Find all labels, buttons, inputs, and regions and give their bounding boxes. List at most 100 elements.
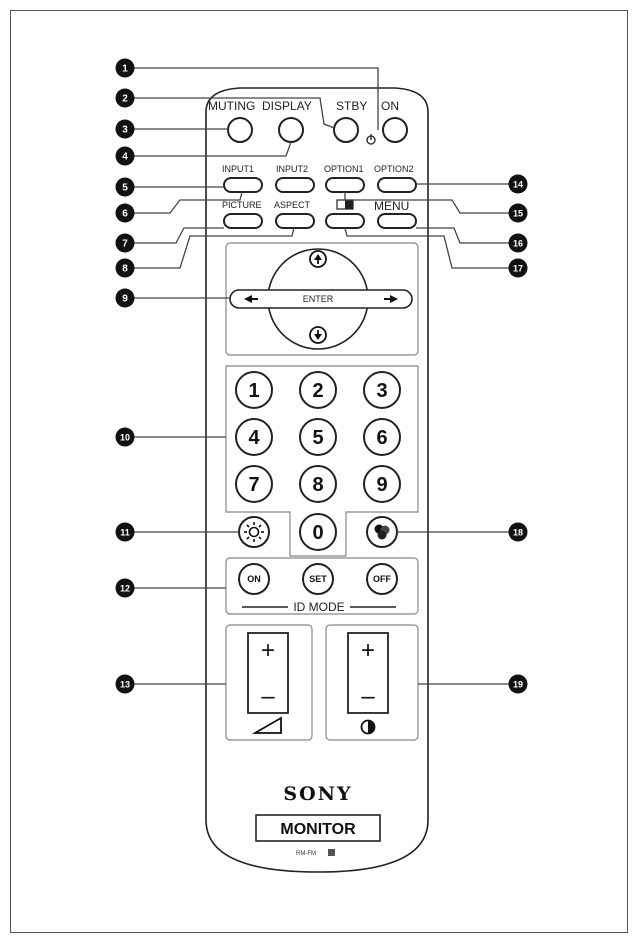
numpad-key-0[interactable]: 0 xyxy=(299,513,337,551)
left-arrow-icon[interactable] xyxy=(244,295,258,303)
callout-10: 10 xyxy=(115,427,135,447)
brightness-button[interactable] xyxy=(238,516,270,548)
numpad-key-label: 9 xyxy=(376,474,387,496)
id-on-button[interactable] xyxy=(238,563,270,595)
numpad-key-label: 3 xyxy=(376,380,387,402)
callout-number: 15 xyxy=(513,209,523,219)
numpad-key-8[interactable]: 8 xyxy=(299,465,337,503)
volume-rocker[interactable] xyxy=(247,632,289,714)
callout-number: 11 xyxy=(120,528,130,538)
contrast-minus: – xyxy=(361,683,375,710)
up-arrow-button[interactable] xyxy=(309,250,327,268)
numpad-key-5[interactable]: 5 xyxy=(299,418,337,456)
option1-button[interactable] xyxy=(325,177,365,193)
numpad-key-label: 1 xyxy=(248,380,259,402)
menu-button[interactable] xyxy=(377,213,417,229)
callout-number: 8 xyxy=(122,264,128,275)
callout-number: 6 xyxy=(122,209,128,220)
option2-button[interactable] xyxy=(377,177,417,193)
contrast-plus: + xyxy=(361,637,375,664)
option2-label: OPTION2 xyxy=(374,164,414,174)
numpad-key-9[interactable]: 9 xyxy=(363,465,401,503)
callout-15: 15 xyxy=(508,203,528,223)
callout-18: 18 xyxy=(508,522,528,542)
callout-number: 14 xyxy=(513,180,523,190)
numpad-key-7[interactable]: 7 xyxy=(235,465,273,503)
picture-button[interactable] xyxy=(223,213,263,229)
numpad-key-label: 7 xyxy=(248,474,259,496)
enter-label: ENTER xyxy=(303,294,334,304)
display-button[interactable] xyxy=(278,117,304,143)
callout-number: 2 xyxy=(122,94,128,105)
color-icon xyxy=(374,524,390,540)
callout-number: 17 xyxy=(513,264,523,274)
numpad-key-label: 6 xyxy=(376,427,387,449)
id-on-label: ON xyxy=(247,574,261,584)
monitor-plate xyxy=(255,814,381,842)
numpad-key-1[interactable]: 1 xyxy=(235,371,273,409)
enter-bar[interactable] xyxy=(229,289,413,309)
model-label: RM-FM xyxy=(296,851,316,857)
numpad-key-label: 2 xyxy=(312,380,323,402)
id-off-label: OFF xyxy=(373,574,391,584)
contrast-rocker[interactable] xyxy=(347,632,389,714)
power-icon xyxy=(366,134,376,145)
callout-19: 19 xyxy=(508,674,528,694)
id-mode-label: ID MODE xyxy=(293,600,344,614)
menu-label: MENU xyxy=(374,199,409,213)
callout-4: 4 xyxy=(115,146,135,166)
callout-11: 11 xyxy=(115,522,135,542)
stby-button[interactable] xyxy=(333,117,359,143)
numpad-key-label: 4 xyxy=(248,427,260,449)
brand-logo: SONY xyxy=(283,783,352,805)
input2-button[interactable] xyxy=(275,177,315,193)
callout-number: 16 xyxy=(513,239,523,249)
numpad: 1 2 3 4 5 6 7 8 9 0 xyxy=(235,371,401,551)
twin-view-icon xyxy=(336,199,354,210)
volume-icon xyxy=(251,716,282,734)
callout-number: 3 xyxy=(122,125,128,136)
numpad-key-label: 8 xyxy=(312,474,323,496)
navigation-panel xyxy=(225,242,419,356)
numpad-key-4[interactable]: 4 xyxy=(235,418,273,456)
contrast-panel xyxy=(325,624,419,741)
numpad-key-6[interactable]: 6 xyxy=(363,418,401,456)
muting-button[interactable] xyxy=(227,117,253,143)
callout-6: 6 xyxy=(115,203,135,223)
model-mark xyxy=(328,849,335,856)
numpad-key-2[interactable]: 2 xyxy=(299,371,337,409)
option1-label: OPTION1 xyxy=(324,164,364,174)
id-set-button[interactable] xyxy=(302,563,334,595)
callout-2: 2 xyxy=(115,88,135,108)
id-off-button[interactable] xyxy=(366,563,398,595)
callout-3: 3 xyxy=(115,119,135,139)
callout-12: 12 xyxy=(115,578,135,598)
callout-number: 10 xyxy=(120,433,130,443)
on-label: ON xyxy=(381,99,399,113)
callout-number: 4 xyxy=(122,152,128,163)
callout-17: 17 xyxy=(508,258,528,278)
display-label: DISPLAY xyxy=(262,99,312,113)
numpad-key-3[interactable]: 3 xyxy=(363,371,401,409)
numpad-panel xyxy=(225,365,419,557)
twin-view-button[interactable] xyxy=(325,213,365,229)
callout-number: 12 xyxy=(120,584,130,594)
input1-button[interactable] xyxy=(223,177,263,193)
callout-14: 14 xyxy=(508,174,528,194)
down-arrow-button[interactable] xyxy=(309,326,327,344)
contrast-icon xyxy=(360,719,376,735)
callout-9: 9 xyxy=(115,288,135,308)
input2-label: INPUT2 xyxy=(276,164,308,174)
numpad-key-label: 5 xyxy=(312,427,323,449)
stby-label: STBY xyxy=(336,99,367,113)
muting-label: MUTING xyxy=(208,99,255,113)
aspect-button[interactable] xyxy=(275,213,315,229)
right-arrow-icon[interactable] xyxy=(384,295,398,303)
input1-label: INPUT1 xyxy=(222,164,254,174)
callout-number: 5 xyxy=(122,183,128,194)
on-button[interactable] xyxy=(382,117,408,143)
callout-number: 19 xyxy=(513,680,523,690)
callout-number: 7 xyxy=(122,239,128,250)
callout-8: 8 xyxy=(115,258,135,278)
